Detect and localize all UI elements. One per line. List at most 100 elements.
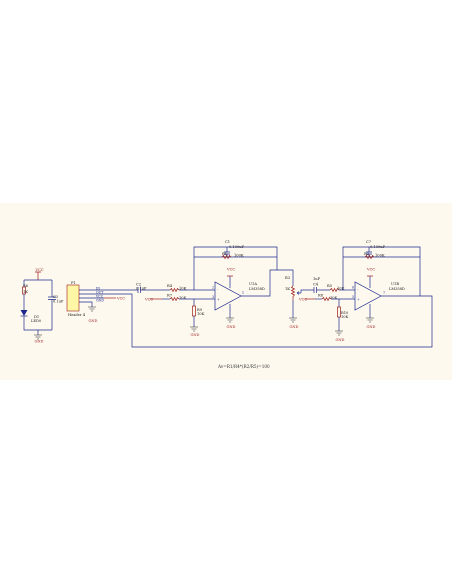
- r8-value: 10K: [330, 296, 338, 300]
- wire-feedback-c1: [193, 246, 278, 290]
- r4-ref: R4: [167, 284, 173, 288]
- r1-value: 100K: [234, 254, 244, 258]
- resistor-r5: [329, 287, 340, 293]
- u1a-ref: U1A: [249, 282, 257, 286]
- r6-value: 1K: [23, 290, 28, 294]
- u1b-plus: +: [357, 298, 360, 302]
- u1b-pin6: 6: [352, 286, 354, 290]
- capacitor-c2: [135, 287, 170, 293]
- u1a-plus: +: [217, 298, 220, 302]
- vcc-label-u1b: VCC: [366, 268, 375, 272]
- r3-ref: R3: [285, 276, 291, 280]
- wire-r3-c4: [300, 289, 314, 293]
- d1-value: LED0: [31, 319, 42, 323]
- r5-ref: R5: [327, 284, 333, 288]
- vcc-symbol-led: [35, 271, 41, 280]
- c4-value: 1uF: [313, 277, 321, 281]
- gnd-label-r3: GND: [290, 325, 299, 329]
- led-d1-symbol: [20, 310, 28, 316]
- capacitor-c7: [366, 247, 372, 257]
- resistor-r4: [169, 287, 180, 293]
- u1a-pin3: 3: [212, 295, 214, 299]
- c2-value: 0.1uF: [136, 287, 147, 291]
- r5-value: 10K: [337, 287, 345, 291]
- c1-value: 0.100uF: [229, 245, 245, 249]
- capacitor-c1: [224, 247, 230, 257]
- wire-feedback-c7: [342, 246, 421, 296]
- u1a-pin2: 2: [212, 286, 214, 290]
- r10-ref: R10: [341, 311, 349, 315]
- ground-symbol-u1a: [226, 317, 234, 323]
- u1a-pin1: 1: [242, 291, 244, 295]
- gnd-label-header: GND: [89, 319, 98, 323]
- ground-symbol-r9: [190, 326, 198, 332]
- opamp-u1a-symbol: [214, 281, 242, 311]
- u1a-minus: -: [217, 288, 218, 292]
- r1-ref: R1: [222, 252, 227, 256]
- c3-ref: C3: [53, 295, 59, 299]
- gnd-label-led: GND: [35, 340, 44, 344]
- header-p1-body: [66, 284, 80, 312]
- potentiometer-section: R3 1K GND: [285, 276, 314, 329]
- vcc-label-header: VCC: [116, 297, 125, 301]
- ground-symbol-r10: [335, 330, 343, 336]
- resistor-r8: [321, 296, 332, 302]
- resistor-r1: [221, 254, 232, 260]
- vcc-label-stage1: VCC: [144, 298, 153, 302]
- stage1-amplifier: C2 0.1uF R4 10K VCC R7 10K R9 10K GND - …: [135, 240, 294, 337]
- r7-ref: R7: [167, 294, 173, 298]
- u1b-ref: U1B: [391, 282, 399, 286]
- r3-value: 1K: [285, 287, 290, 291]
- p1-pin4-name: GND: [96, 299, 104, 303]
- resistor-r9: [192, 305, 196, 317]
- u1b-pin5: 5: [352, 295, 354, 299]
- ground-symbol-u1b: [366, 317, 374, 323]
- capacitor-c4: [313, 287, 330, 293]
- c3-value: 0.1uF: [53, 300, 64, 304]
- resistor-r3: [290, 285, 296, 300]
- r7-value: 10K: [179, 296, 187, 300]
- u1b-value: LM358D: [389, 287, 405, 291]
- p1-pin1-name: IN: [96, 287, 100, 291]
- c7-value: 0.100uF: [370, 245, 386, 249]
- header-p1: P1 Header 4 IN OUT VCC GND VCC GND: [66, 281, 433, 348]
- stage2-amplifier: 1uF C4 R5 10K VCC R8 10K R10 10K GND - +…: [298, 240, 421, 342]
- r9-value: 10K: [197, 312, 205, 316]
- gnd-label-u1a: GND: [227, 325, 236, 329]
- r2-ref: R2: [364, 252, 369, 256]
- wire-led-bottom: [23, 316, 52, 331]
- r8-ref: R8: [318, 294, 324, 298]
- u1b-minus: -: [357, 288, 358, 292]
- c7-ref: C7: [366, 240, 372, 244]
- c4-ref: C4: [313, 283, 319, 287]
- u1b-pin7: 7: [383, 291, 385, 295]
- resistor-r7: [169, 296, 180, 302]
- ground-symbol-led: [34, 334, 42, 340]
- c2-ref: C2: [136, 283, 141, 287]
- r4-value: 10K: [179, 287, 187, 291]
- led-section: VCC R6 1K D1 LED0 C3 0.1uF GND: [20, 268, 64, 344]
- d1-ref: D1: [34, 315, 39, 319]
- r2-value: 100K: [375, 254, 385, 258]
- r6-ref: R6: [23, 284, 29, 288]
- c1-ref: C1: [225, 240, 230, 244]
- resistor-r2: [364, 254, 375, 260]
- r10-value: 10K: [341, 315, 349, 319]
- gnd-label-r9: GND: [191, 333, 200, 337]
- vcc-label-led: VCC: [35, 268, 44, 272]
- gnd-label-u1b: GND: [367, 325, 376, 329]
- wire-p1-gnd: [79, 301, 93, 307]
- p1-pin2-name: OUT: [96, 291, 104, 295]
- p1-value: Header 4: [68, 313, 86, 317]
- vcc-label-stage2: VCC: [298, 298, 307, 302]
- wire-u1a-output: [241, 269, 294, 297]
- gain-caption: Av=R1/R4*(R2/R5)=100: [217, 364, 270, 369]
- u1a-value: LM358D: [249, 287, 265, 291]
- ground-symbol-header: [88, 306, 96, 312]
- vcc-label-u1a: VCC: [226, 268, 235, 272]
- wire-output-feedback: [104, 293, 433, 348]
- p1-ref: P1: [71, 281, 76, 285]
- ground-symbol-r3: [289, 317, 297, 323]
